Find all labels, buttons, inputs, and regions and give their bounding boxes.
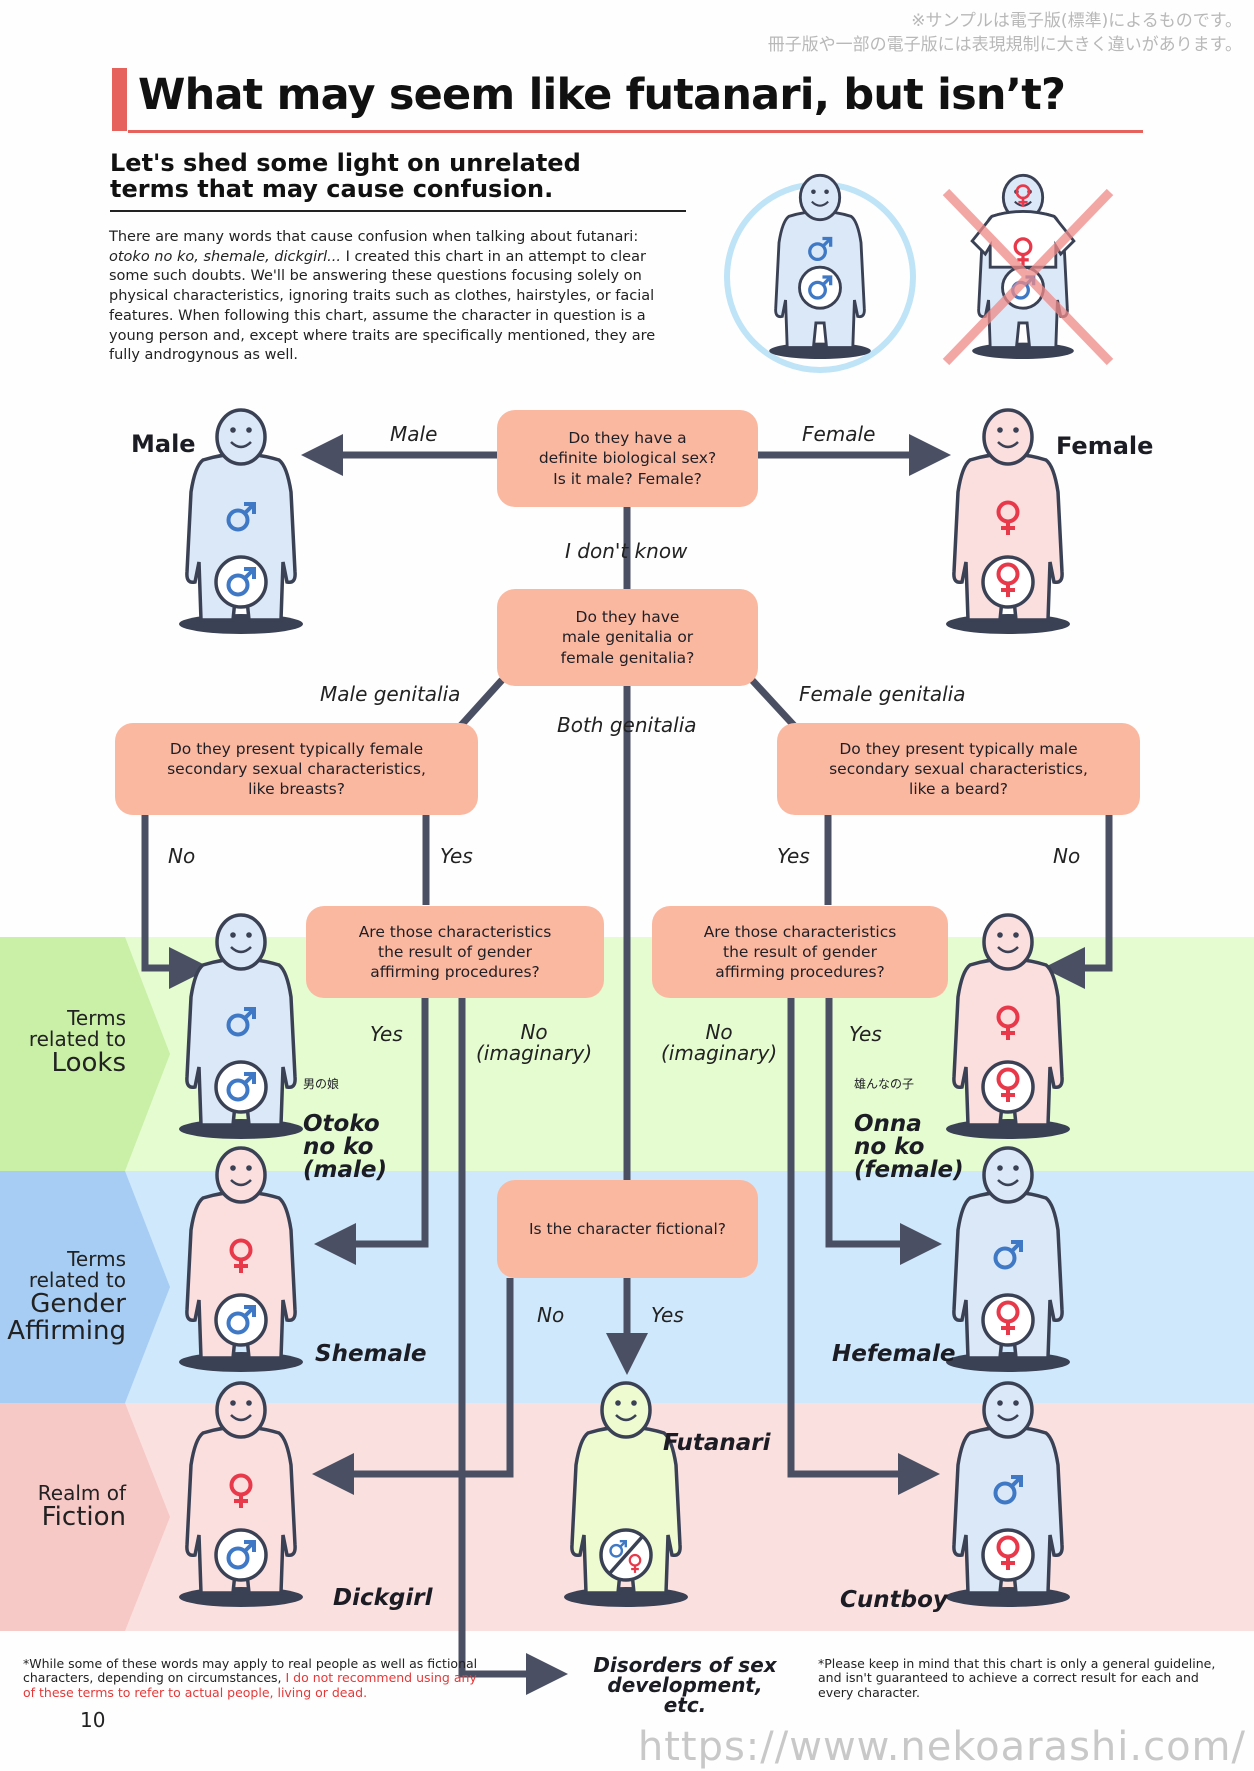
fiction-chevron [0,1403,170,1631]
shemale-figure [177,1146,305,1374]
subtitle: Let's shed some light on unrelated terms… [110,149,581,204]
band-label-gender: Terms related to Gender Affirming [0,1249,126,1346]
question-biological-sex: Do they have a definite biological sex? … [497,410,758,507]
edge-male: Male [390,422,438,446]
female-figure [944,408,1072,636]
intro-text: There are many words that cause confusio… [109,228,675,366]
dickgirl-figure [177,1381,305,1609]
looks-chevron [0,937,170,1171]
intro-italic: otoko no ko, shemale, dickgirl... [109,248,341,265]
page-number: 10 [80,1708,106,1732]
footnote-left: *While some of these words may apply to … [23,1656,478,1700]
fiction-line-a: Realm of [37,1481,126,1505]
edge-female-genitalia: Female genitalia [799,682,966,706]
onna-label: Onna no ko (female) [854,1111,964,1183]
intro-p1: There are many words that cause confusio… [109,229,639,245]
band-label-looks: Terms related to Looks [6,1008,126,1077]
footer-url[interactable]: https://www.nekoarashi.com/ [637,1724,1246,1770]
watermark-line2: 冊子版や一部の電子版には表現規制に大きく違いがあります。 [767,35,1242,55]
term-futanari: Futanari [663,1430,771,1456]
cuntboy-figure [944,1381,1072,1609]
question-fictional: Is the character fictional? [497,1180,758,1278]
subtitle-underline [110,210,686,212]
edge-no-q6: No (imaginary) [661,1020,778,1065]
arrow-to-cuntboy [787,997,940,1495]
band-label-fiction: Realm of Fiction [6,1483,126,1531]
top-male-figure [767,173,873,361]
edge-no-q7: No [537,1303,565,1327]
gender-line-a: Terms [67,1247,126,1271]
looks-line-c: Looks [51,1048,126,1078]
otoko-label: Otoko no ko (male) [303,1111,387,1183]
gender-line-b: related to [28,1268,126,1292]
edge-yes-right: Yes [777,844,810,868]
edge-male-genitalia: Male genitalia [320,682,461,706]
term-shemale: Shemale [315,1341,427,1367]
male-figure [177,408,305,636]
arrow-no-right [1043,814,1113,989]
footnote-right: *Please keep in mind that this chart is … [818,1656,1216,1700]
arrow-to-disorders [458,997,568,1695]
question-genitalia: Do they have male genitalia or female ge… [497,589,758,686]
term-onna-no-ko: 雄んなの子 Onna no ko (female) [854,1055,964,1182]
term-disorders: Disorders of sex development, etc. [593,1653,777,1717]
edge-yes-left: Yes [440,844,473,868]
gender-line-d: Affirming [7,1316,126,1347]
arrow-to-shemale [314,997,429,1265]
no-sex-circle-icon [599,1528,653,1582]
question-affirming-left: Are those characteristics the result of … [306,906,604,998]
gender-line-c: Gender [30,1289,126,1319]
outcome-female: Female [1056,432,1154,460]
intro-p2: I created this chart in an attempt to cl… [109,248,656,364]
gender-chevron [0,1171,170,1403]
question-female-characteristics: Do they present typically female seconda… [115,723,478,815]
title-accent-bar [112,68,127,131]
onna-ruby: 雄んなの子 [854,1077,915,1091]
arrow-no-left [141,814,211,989]
cross-out-icon [942,188,1114,366]
term-hefemale: Hefemale [832,1341,956,1367]
onna-figure [944,913,1072,1141]
title-underline [128,130,1143,133]
edge-yes-q5: Yes [370,1022,403,1046]
edge-yes-q7: Yes [651,1303,684,1327]
edge-dont-know: I don't know [565,539,688,563]
otoko-figure [177,913,305,1141]
looks-line-b: related to [28,1027,126,1051]
footnote-left-text: *While some of these words may apply to … [23,1656,478,1686]
page-title: What may seem like futanari, but isn’t? [138,70,1066,120]
term-dickgirl: Dickgirl [333,1585,433,1611]
connectors [141,434,1113,1695]
edge-yes-q6: Yes [849,1022,882,1046]
outcome-male: Male [131,430,196,458]
futanari-figure [562,1381,690,1609]
edge-female: Female [802,422,876,446]
question-male-characteristics: Do they present typically male secondary… [777,723,1140,815]
edge-both-genitalia: Both genitalia [557,713,697,737]
fiction-line-b: Fiction [41,1502,126,1532]
otoko-ruby: 男の娘 [303,1077,340,1091]
watermark-line1: ※サンプルは電子版(標準)によるものです。 [911,11,1242,31]
hefemale-figure [944,1146,1072,1374]
question-affirming-right: Are those characteristics the result of … [652,906,948,998]
term-cuntboy: Cuntboy [840,1587,948,1613]
arrow-to-hefemale [825,997,942,1265]
edge-no-q5: No (imaginary) [476,1020,593,1065]
looks-line-a: Terms [67,1006,126,1030]
footnote-left-warning: I do not recommend using any of these te… [23,1670,477,1700]
edge-no-left: No [168,844,196,868]
term-otoko-no-ko: 男の娘 Otoko no ko (male) [303,1055,387,1182]
edge-no-right: No [1053,844,1081,868]
arrow-to-dickgirl [312,1278,514,1495]
